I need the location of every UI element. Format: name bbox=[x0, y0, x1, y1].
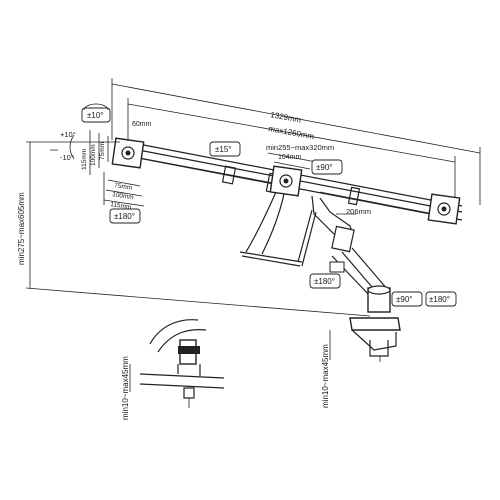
vesa-100-horizontal: 100mm bbox=[112, 191, 135, 201]
pole-and-base-right bbox=[349, 285, 401, 362]
swivel-badge-left: ±15° bbox=[209, 141, 241, 157]
vesa-plate-left bbox=[111, 137, 145, 169]
vesa-vertical-dims bbox=[89, 130, 109, 175]
svg-text:±180°: ±180° bbox=[429, 295, 450, 304]
tilt-badge-top-left: ±10° bbox=[81, 103, 111, 123]
desk-clamp-left-label: min10~max45mm bbox=[121, 356, 130, 420]
swivel-badge-arm: ±90° bbox=[311, 159, 343, 175]
center-104-line bbox=[273, 161, 311, 170]
vesa-75-horizontal: 75mm bbox=[114, 182, 133, 192]
pole-offset-label: 60mm bbox=[132, 121, 152, 128]
tilt-arrow-icon bbox=[69, 134, 75, 160]
height-range-label: min275~max605mm bbox=[17, 192, 26, 265]
max-span-label: max1260mm bbox=[268, 124, 315, 141]
desk-clamp-detail-left bbox=[129, 319, 225, 408]
vesa-75-vertical: 75mm bbox=[99, 142, 106, 160]
vesa-115-horizontal: 115mm bbox=[110, 201, 132, 211]
vesa-plate-right bbox=[427, 193, 461, 225]
total-width-label: 1329mm bbox=[270, 110, 303, 125]
tilt-plus-label: +10° bbox=[60, 130, 76, 139]
vesa-100-vertical: 100mm bbox=[90, 144, 97, 166]
arm-rotate-badge: ±180° bbox=[309, 273, 341, 289]
gas-spring-arm bbox=[311, 195, 389, 297]
top-dimension-lines bbox=[111, 78, 481, 205]
rotate-badge-left: ±180° bbox=[109, 208, 141, 224]
height-dimension bbox=[25, 141, 371, 317]
svg-text:±10°: ±10° bbox=[87, 111, 104, 120]
desk-clamp-right-label: min10~max45mm bbox=[321, 344, 330, 408]
center-range-label: min255~max320mm bbox=[266, 143, 334, 152]
svg-text:±90°: ±90° bbox=[396, 295, 413, 304]
vesa-plate-center bbox=[269, 165, 303, 197]
center-support-stand bbox=[239, 191, 317, 267]
base-swivel-badges: ±90° ±180° bbox=[391, 291, 457, 307]
svg-text:±180°: ±180° bbox=[114, 212, 135, 221]
vesa-horizontal-dims bbox=[103, 172, 145, 207]
tilt-minus-label: -10° bbox=[60, 153, 74, 162]
arm-206-label: 206mm bbox=[346, 207, 371, 216]
svg-text:±90°: ±90° bbox=[316, 163, 333, 172]
svg-text:±15°: ±15° bbox=[215, 145, 232, 154]
center-104-label: 104mm bbox=[278, 154, 302, 161]
vesa-115-vertical: 115mm bbox=[81, 149, 88, 170]
svg-text:±180°: ±180° bbox=[314, 277, 335, 286]
